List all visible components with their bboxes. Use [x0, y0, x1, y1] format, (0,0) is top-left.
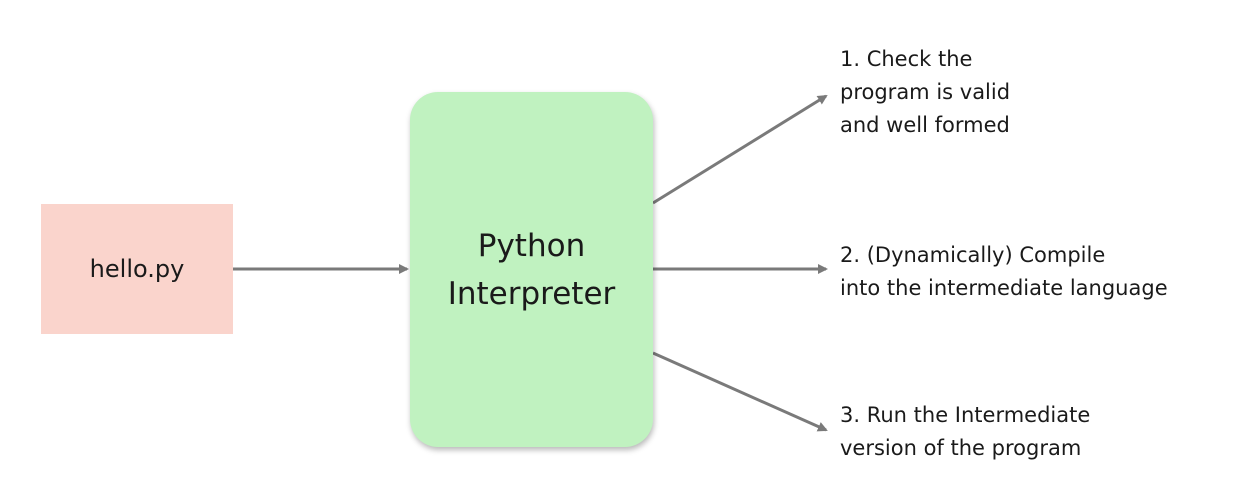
step-2-text: 2. (Dynamically) Compile into the interm…: [840, 239, 1168, 305]
step-1-line-1: 1. Check the: [840, 47, 973, 71]
step-2-line-2: into the intermediate language: [840, 276, 1168, 300]
step-3-line-1: 3. Run the Intermediate: [840, 403, 1091, 427]
interpreter-label-line-2: Interpreter: [447, 275, 616, 312]
arrow-to-step-1: [652, 94, 828, 205]
source-file-box: hello.py: [41, 204, 233, 334]
arrow-to-step-3: [652, 351, 828, 432]
step-1-text: 1. Check the program is valid and well f…: [840, 43, 1010, 142]
source-file-label: hello.py: [89, 255, 185, 283]
step-1-line-3: and well formed: [840, 113, 1010, 137]
interpreter-label-line-1: Python: [477, 227, 586, 264]
step-3-line-2: version of the program: [840, 436, 1082, 460]
step-3-text: 3. Run the Intermediate version of the p…: [840, 399, 1090, 465]
python-interpreter-box: Python Interpreter: [410, 92, 653, 447]
step-1-line-2: program is valid: [840, 80, 1011, 104]
step-2-line-1: 2. (Dynamically) Compile: [840, 243, 1106, 267]
